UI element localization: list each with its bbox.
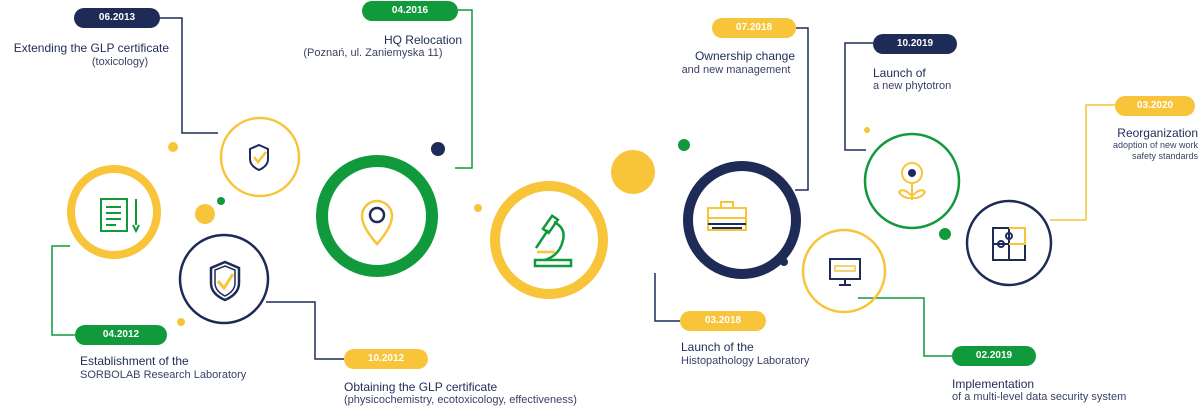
milestone-subtitle: (toxicology)	[91, 56, 149, 68]
shield-check-icon	[209, 260, 241, 302]
circle-10-2012	[178, 233, 270, 325]
circle-10-2019	[863, 132, 961, 230]
date-badge: 03.2018	[680, 311, 766, 331]
circle-07-2018	[683, 161, 801, 279]
document-pen-icon	[100, 198, 140, 234]
date-badge: 07.2018	[712, 18, 796, 38]
milestone-title: Establishment of the	[80, 354, 189, 368]
milestone-subtitle: of a multi-level data security system	[952, 391, 1127, 403]
flower-icon	[897, 162, 927, 200]
milestone-title: Implementation	[952, 377, 1035, 391]
date-badge: 04.2012	[75, 325, 167, 345]
date-badge: 10.2012	[344, 349, 428, 369]
circle-02-2019	[801, 228, 887, 314]
date-badge: 03.2020	[1115, 96, 1195, 116]
date-badge: 10.2019	[873, 34, 957, 54]
circle-06-2013	[219, 116, 301, 198]
milestone-title: Reorganization	[1117, 126, 1198, 140]
date-badge: 02.2019	[952, 346, 1036, 366]
milestone-subtitle: safety standards	[1131, 151, 1198, 161]
circle-03-2018	[490, 181, 608, 299]
connector-04-2016	[455, 9, 473, 169]
connector-04-2012	[51, 245, 75, 336]
date-badge: 04.2016	[362, 1, 458, 21]
connector-06-2013	[160, 17, 218, 134]
microscope-icon	[533, 213, 573, 268]
connector-10-2012	[266, 301, 344, 360]
milestone-subtitle: a new phytotron	[873, 80, 952, 92]
milestone-subtitle: (Poznań, ul. Zaniemyska 11)	[303, 47, 443, 59]
milestone-title: Obtaining the GLP certificate	[344, 380, 498, 394]
circle-04-2016	[316, 155, 438, 277]
milestone-title: Extending the GLP certificate	[13, 41, 169, 55]
connector-07-2018	[795, 27, 809, 191]
connector-03-2020	[1050, 104, 1115, 221]
puzzle-icon	[992, 227, 1026, 261]
connector-03-2018	[654, 273, 680, 322]
milestone-circles	[67, 116, 1053, 325]
milestone-title: HQ Relocation	[383, 33, 463, 47]
briefcase-icon	[707, 201, 747, 231]
monitor-password-icon	[829, 258, 861, 286]
milestone-title: Launch of the	[681, 340, 754, 354]
connector-02-2019	[858, 297, 952, 357]
shield-check-icon	[249, 143, 269, 172]
date-badge: 06.2013	[74, 8, 160, 28]
milestone-subtitle: adoption of new work	[1112, 140, 1198, 150]
milestone-subtitle: and new management	[681, 64, 791, 76]
location-pin-icon	[360, 199, 394, 246]
milestone-title: Ownership change	[694, 49, 796, 63]
milestone-subtitle: (physicochemistry, ecotoxicology, effect…	[344, 394, 577, 406]
circle-04-2012	[67, 165, 161, 259]
circle-03-2020	[965, 199, 1053, 287]
milestone-subtitle: Histopathology Laboratory	[681, 355, 810, 367]
milestone-subtitle: SORBOLAB Research Laboratory	[80, 369, 247, 381]
milestone-title: Launch of	[873, 66, 926, 80]
connector-10-2019	[844, 42, 873, 151]
